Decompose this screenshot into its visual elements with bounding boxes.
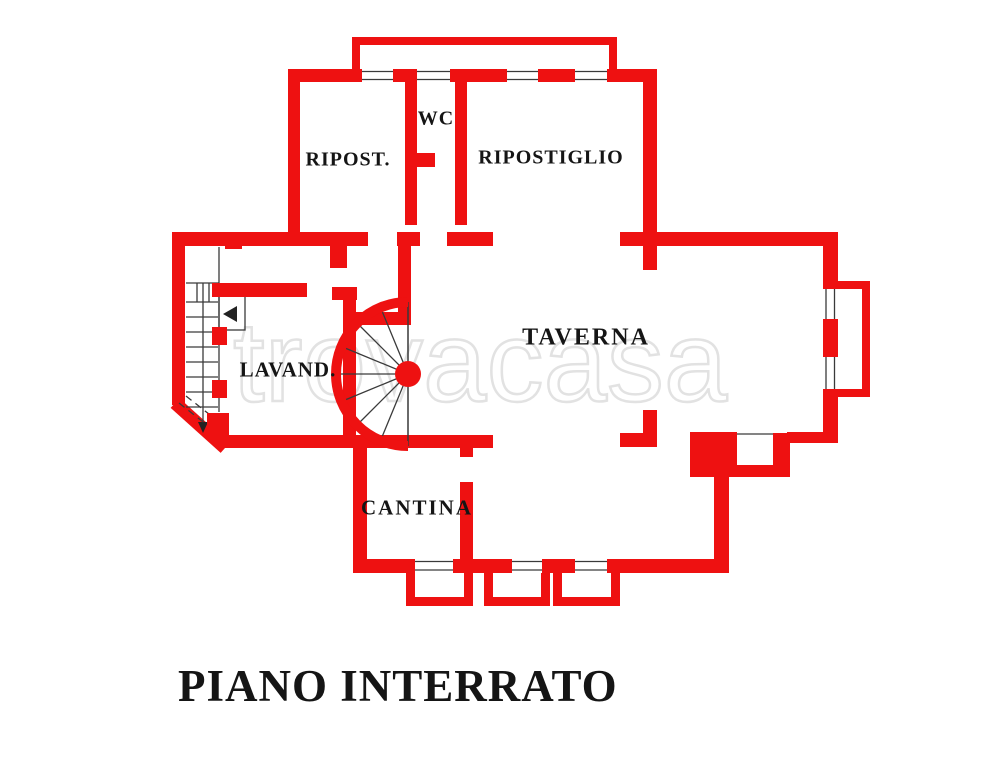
right-wall-windows [825,289,836,389]
bay-window-outline [836,281,870,397]
bottom-wall [353,559,729,573]
floor-title: PIANO INTERRATO [178,661,618,711]
room-label-ripostiglio: RIPOSTIGLIO [478,146,624,169]
spiral-stair-newel [395,361,421,387]
stair-down-arrow [198,422,208,433]
room-label-lavand: LAVAND. [239,357,337,382]
room-label-cantina: CANTINA [360,495,474,520]
room-label-ripost: RIPOST. [305,148,391,171]
middle-wall [172,232,838,249]
stair-direction-arrow [223,306,237,322]
upper-rooms-walls [288,69,657,270]
terrace-outline [352,37,617,71]
light-wells [406,573,620,606]
right-wall [823,232,838,443]
top-wall-windows [362,70,607,81]
bottom-wall-windows [415,560,607,571]
cantina-walls [353,448,473,573]
taverna-lower-walls [620,410,838,573]
lavanderia-walls [207,283,493,448]
pier [690,432,737,467]
room-label-wc: WC [417,107,455,130]
staircase [178,247,246,437]
room-label-taverna: TAVERNA [522,324,650,351]
spiral-staircase [331,297,421,451]
watermark-text: trovacasa [232,299,729,426]
